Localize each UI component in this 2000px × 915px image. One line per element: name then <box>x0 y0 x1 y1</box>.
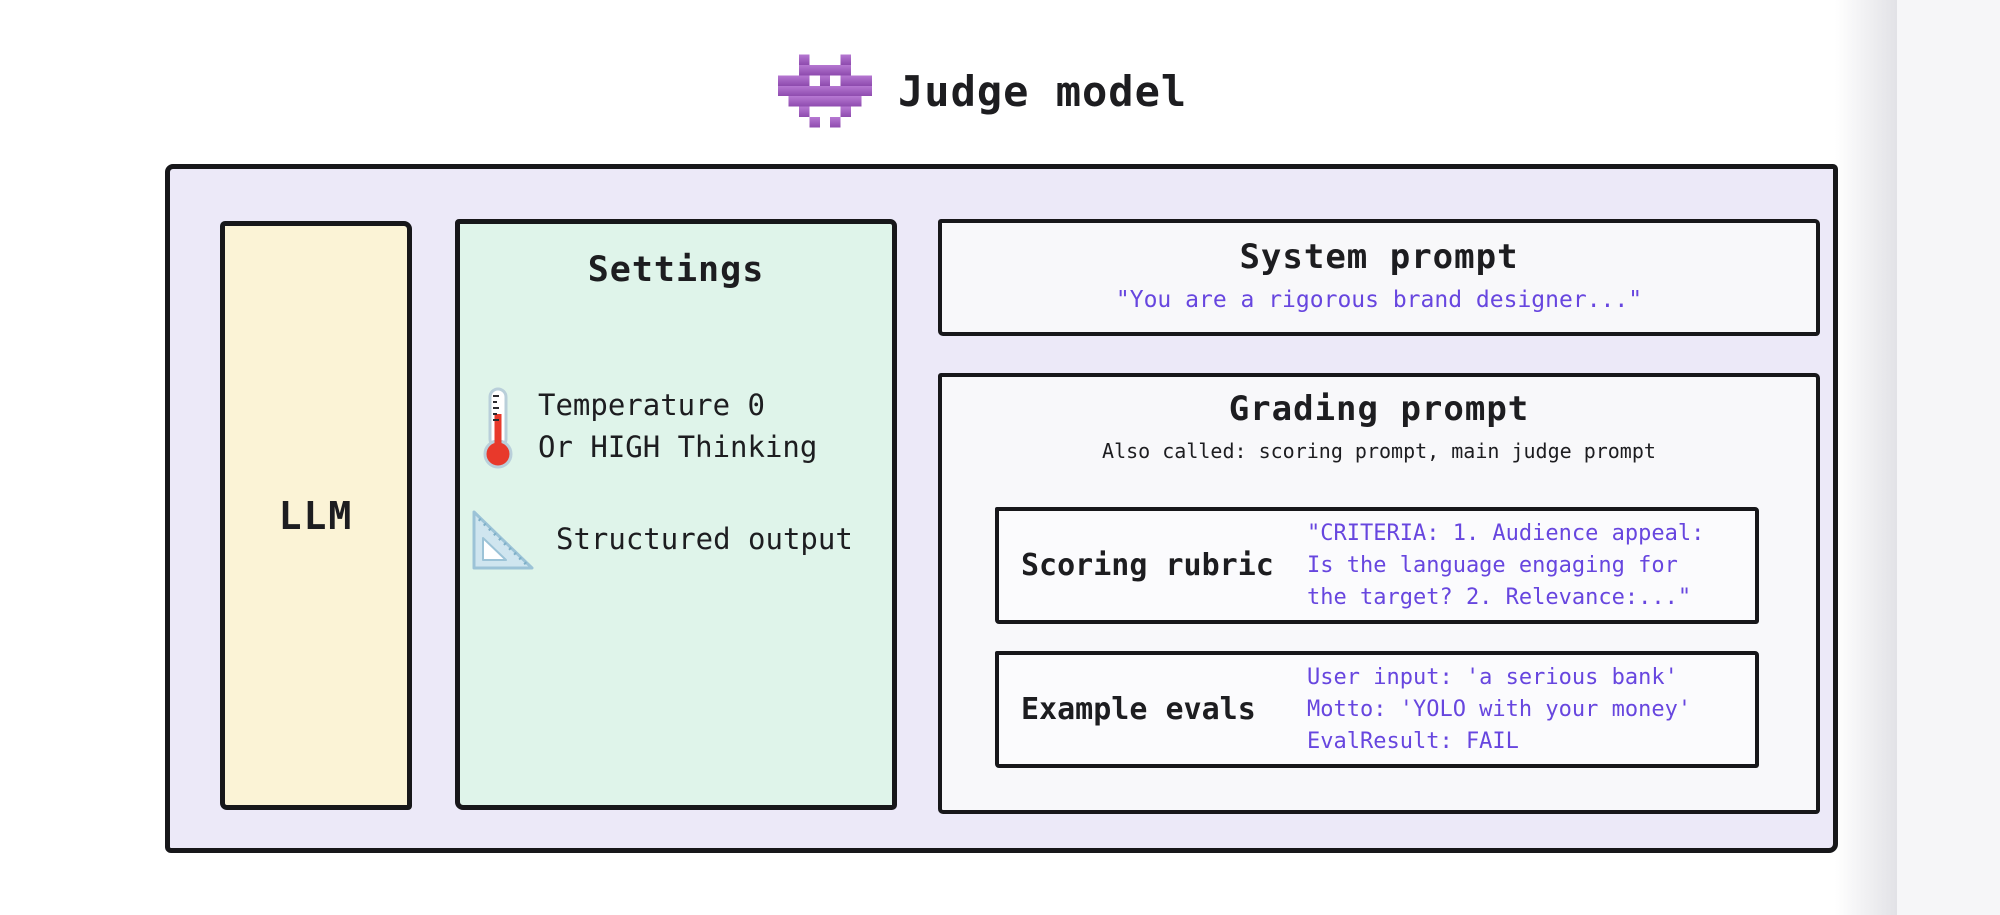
scoring-rubric-box: Scoring rubric "CRITERIA: 1. Audience ap… <box>995 507 1759 624</box>
grading-prompt-box: Grading prompt Also called: scoring prom… <box>938 373 1820 814</box>
example-evals-line2: Motto: 'YOLO with your money' <box>1307 696 1692 722</box>
setting-temperature-line1: Temperature 0 <box>538 388 765 422</box>
grading-prompt-subtitle: Also called: scoring prompt, main judge … <box>1102 439 1656 463</box>
setting-temperature-line2: Or HIGH Thinking <box>538 430 818 464</box>
thermometer-icon <box>483 387 513 469</box>
diagram-title: Judge model <box>778 50 1187 132</box>
system-prompt-quote: "You are a rigorous brand designer..." <box>1115 287 1643 313</box>
scoring-rubric-label: Scoring rubric <box>1021 548 1274 583</box>
set-square-icon <box>472 510 534 570</box>
setting-temperature-text: Temperature 0 Or HIGH Thinking <box>538 384 817 468</box>
llm-label: LLM <box>278 493 354 538</box>
system-prompt-box: System prompt "You are a rigorous brand … <box>938 219 1820 336</box>
grading-prompt-title: Grading prompt <box>1228 389 1530 429</box>
example-evals-text: User input: 'a serious bank' Motto: 'YOL… <box>1307 662 1691 758</box>
scoring-rubric-line1: "CRITERIA: 1. Audience appeal: <box>1307 520 1705 546</box>
page-edge-shadow <box>1835 0 1897 915</box>
setting-structured-output-text: Structured output <box>556 518 853 560</box>
llm-box: LLM <box>220 221 412 810</box>
setting-structured-output-line1: Structured output <box>556 522 853 556</box>
example-evals-label: Example evals <box>1021 692 1256 727</box>
example-evals-box: Example evals User input: 'a serious ban… <box>995 651 1759 768</box>
scoring-rubric-text: "CRITERIA: 1. Audience appeal: Is the la… <box>1307 518 1704 614</box>
settings-title: Settings <box>587 250 765 290</box>
setting-temperature: Temperature 0 Or HIGH Thinking <box>476 384 817 470</box>
system-prompt-title: System prompt <box>1239 237 1519 277</box>
example-evals-line1: User input: 'a serious bank' <box>1307 664 1678 690</box>
example-evals-line3: EvalResult: FAIL <box>1307 728 1519 754</box>
judge-model-container: LLM Settings <box>165 164 1838 853</box>
setting-structured-output: Structured output <box>470 506 853 572</box>
space-invader-icon <box>778 54 872 128</box>
settings-box: Settings Temperature 0 Or <box>455 219 897 810</box>
page-title: Judge model <box>898 66 1188 116</box>
scoring-rubric-line3: the target? 2. Relevance:..." <box>1307 584 1692 610</box>
scoring-rubric-line2: Is the language engaging for <box>1307 552 1678 578</box>
